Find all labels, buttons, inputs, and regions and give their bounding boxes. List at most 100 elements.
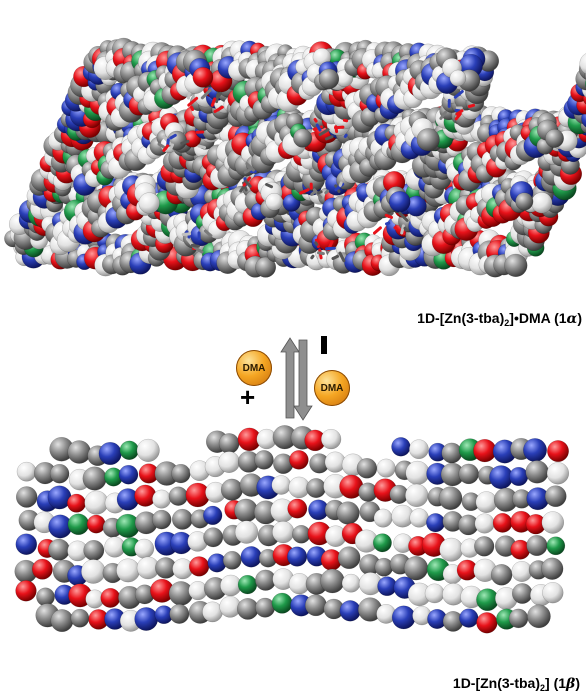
hydrogen-atom xyxy=(84,490,109,515)
nitrogen-atom xyxy=(388,190,411,213)
guest-bond xyxy=(203,229,213,238)
hydrogen-atom xyxy=(116,558,141,583)
carbon-atom xyxy=(403,556,429,581)
nitrogen-atom xyxy=(426,513,446,533)
guest-bond xyxy=(181,232,192,236)
carbon-atom xyxy=(70,608,90,628)
carbon-atom xyxy=(171,463,191,484)
nitrogen-atom xyxy=(391,605,416,630)
guest-bond xyxy=(197,144,206,150)
carbon-atom xyxy=(490,564,513,586)
carbon-atom xyxy=(15,486,38,508)
carbon-atom xyxy=(171,508,193,530)
oxygen-atom xyxy=(31,558,53,580)
guest-bond xyxy=(467,103,476,108)
hydrogen-atom xyxy=(136,438,160,462)
carbon-atom xyxy=(525,460,549,484)
carbon-atom xyxy=(441,442,463,464)
guest-bond xyxy=(454,112,462,121)
zinc-atom xyxy=(67,513,90,536)
hydrogen-atom xyxy=(474,513,495,534)
dma-molecule-remove: DMA xyxy=(314,370,350,406)
guest-bond xyxy=(385,221,391,226)
carbon-atom xyxy=(515,192,534,211)
carbon-atom xyxy=(293,128,313,148)
carbon-atom xyxy=(168,486,188,506)
hydrogen-atom xyxy=(16,461,37,482)
carbon-atom xyxy=(306,478,327,499)
carbon-atom xyxy=(151,509,172,530)
hydrogen-atom xyxy=(531,192,553,214)
guest-bond xyxy=(310,254,315,260)
guest-bond xyxy=(245,162,255,172)
guest-bond xyxy=(210,97,217,107)
nitrogen-atom xyxy=(203,505,223,526)
dma-molecule-add: DMA xyxy=(236,350,272,386)
oxygen-atom xyxy=(476,612,498,634)
guest-bond xyxy=(373,226,382,235)
carbon-atom xyxy=(83,539,105,561)
carbon-atom xyxy=(254,450,274,470)
hydrogen-atom xyxy=(405,460,430,485)
hydrogen-atom xyxy=(81,559,106,584)
oxygen-atom xyxy=(547,440,569,463)
guest-bond xyxy=(162,144,170,152)
hydrogen-atom xyxy=(265,192,284,211)
nitrogen-atom xyxy=(134,607,159,631)
carbon-atom xyxy=(50,609,74,633)
carbon-atom xyxy=(220,478,243,501)
oxygen-atom xyxy=(100,587,121,608)
oxygen-atom xyxy=(15,580,37,602)
hydrogen-atom xyxy=(138,192,160,214)
guest-bond xyxy=(213,105,224,113)
oxygen-atom xyxy=(492,513,513,533)
nitrogen-atom xyxy=(287,546,308,567)
carbon-atom xyxy=(255,256,277,278)
oxygen-atom xyxy=(287,498,308,519)
guest-bond xyxy=(398,211,409,222)
guest-bond xyxy=(315,123,322,132)
carbon-atom xyxy=(318,68,340,90)
guest-bond xyxy=(187,96,199,107)
dma-guest-molecules xyxy=(157,88,476,263)
carbon-atom xyxy=(218,433,240,454)
hydrogen-atom xyxy=(546,462,570,485)
carbon-atom xyxy=(337,546,361,570)
carbon-atom xyxy=(169,603,190,624)
guest-bond xyxy=(313,118,318,123)
carbon-atom xyxy=(203,527,224,548)
carbon-atom xyxy=(236,598,259,620)
hydrogen-atom xyxy=(449,69,467,87)
carbon-atom xyxy=(67,440,91,464)
hydrogen-atom xyxy=(320,428,342,450)
guest-bond xyxy=(190,243,200,248)
guest-bond xyxy=(317,251,325,256)
guest-bond xyxy=(192,245,204,254)
guest-bond xyxy=(265,183,273,189)
nitrogen-atom xyxy=(339,600,361,622)
hydrogen-atom xyxy=(542,582,564,604)
nitrogen-atom xyxy=(391,437,411,457)
carbon-atom xyxy=(504,253,528,278)
oxygen-atom xyxy=(67,493,86,513)
guest-bond xyxy=(310,190,316,196)
hydrogen-atom xyxy=(409,508,429,528)
hydrogen-atom xyxy=(272,520,295,544)
zinc-atom xyxy=(237,574,258,595)
alpha-phase-label: 1D-[Zn(3-tba)2]•DMA (1α) xyxy=(417,310,582,328)
carbon-atom xyxy=(416,128,440,152)
carbon-atom xyxy=(438,486,463,511)
guest-bond xyxy=(299,188,310,195)
nitrogen-atom xyxy=(98,441,122,466)
carbon-atom xyxy=(320,568,345,594)
carbon-atom xyxy=(222,550,242,570)
zinc-atom xyxy=(372,533,392,553)
guest-bond xyxy=(455,109,464,116)
hydrogen-atom xyxy=(376,458,396,478)
carbon-atom xyxy=(544,485,567,508)
carbon-atom xyxy=(48,538,70,561)
guest-bond xyxy=(215,92,220,104)
carbon-atom xyxy=(49,463,70,484)
plus-sign: + xyxy=(240,382,256,412)
